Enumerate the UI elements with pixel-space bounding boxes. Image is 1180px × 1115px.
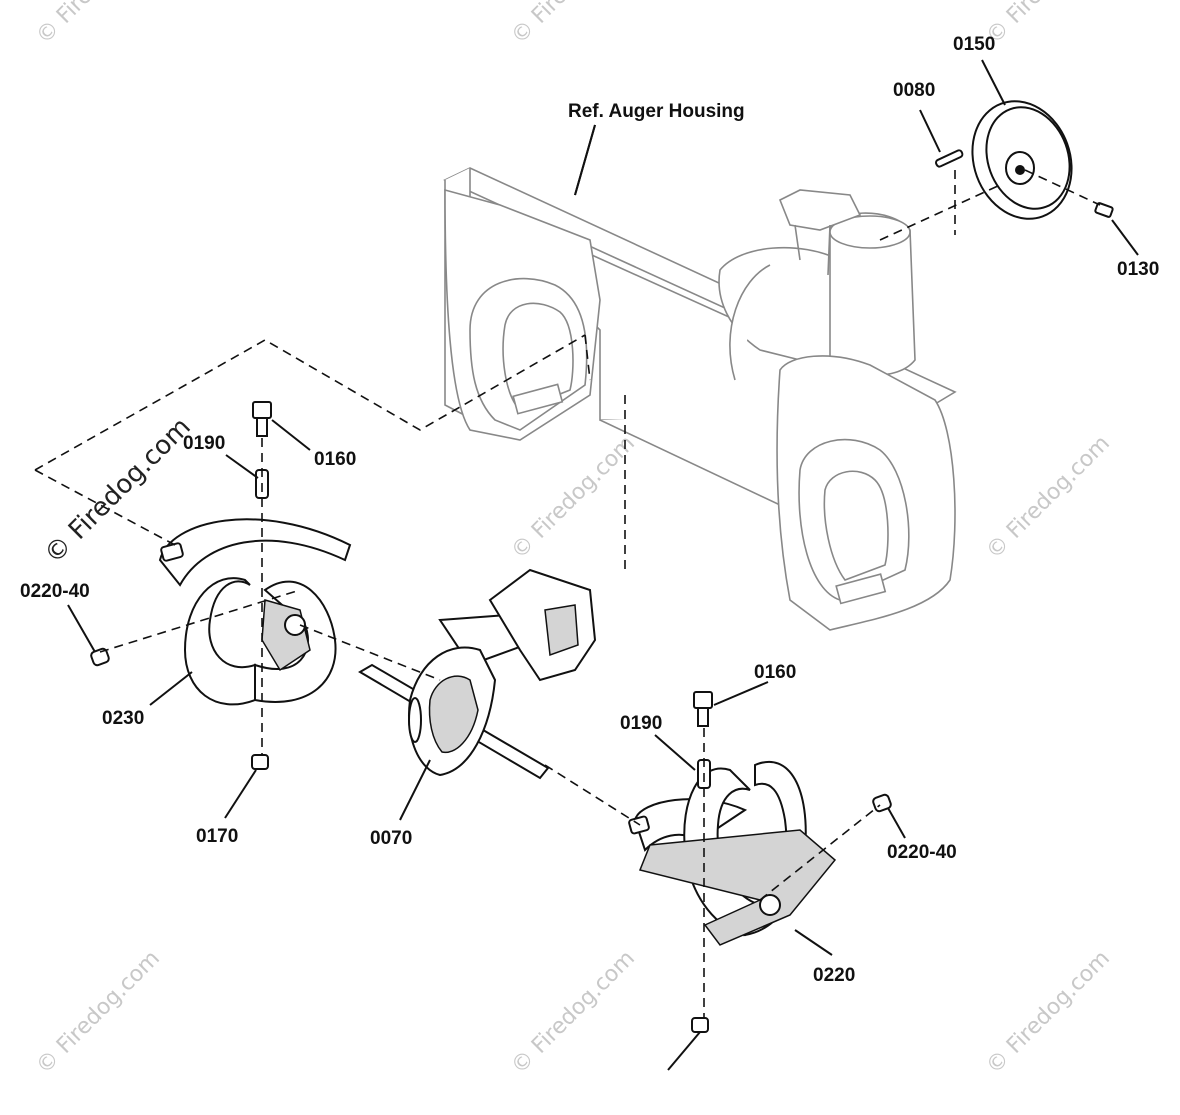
callout-0170: 0170 — [196, 826, 238, 847]
gearbox-0070 — [358, 568, 597, 780]
watermark-top-left: © Firedog.com — [32, 0, 165, 49]
watermark-mid-center: © Firedog.com — [507, 431, 640, 564]
watermark-bottom-center: © Firedog.com — [507, 946, 640, 1079]
watermark-top-right: © Firedog.com — [982, 0, 1115, 49]
callout-0220-40-right: 0220-40 — [887, 842, 957, 863]
leader-lines — [67, 59, 1139, 1071]
callout-0160-left: 0160 — [314, 449, 356, 470]
callout-0220: 0220 — [813, 965, 855, 986]
callout-0220-40-left: 0220-40 — [20, 581, 90, 602]
callout-0070: 0070 — [370, 828, 412, 849]
watermark-mid-right: © Firedog.com — [982, 431, 1115, 564]
callout-0080: 0080 — [893, 80, 935, 101]
bolt-0160-left — [252, 401, 272, 437]
callout-labels: Ref. Auger Housing 0080 0150 0130 0190 0… — [20, 34, 1159, 986]
ref-auger-housing-label: Ref. Auger Housing — [568, 101, 745, 122]
auger-housing-drawing — [443, 167, 957, 631]
callout-0130: 0130 — [1117, 259, 1159, 280]
callout-0190-left: 0190 — [183, 433, 225, 454]
callout-0160-right: 0160 — [754, 662, 796, 683]
watermark-bottom-left: © Firedog.com — [32, 946, 165, 1079]
callout-0150: 0150 — [953, 34, 995, 55]
assembly-lines — [34, 169, 1101, 1018]
pulley-0150 — [971, 100, 1073, 220]
watermark-top-center: © Firedog.com — [507, 0, 640, 49]
watermark-bottom-right: © Firedog.com — [982, 946, 1115, 1079]
auger-right-0220 — [628, 760, 837, 946]
nut-0220-40-right — [872, 793, 892, 813]
callout-0230: 0230 — [102, 708, 144, 729]
callout-0190-right: 0190 — [620, 713, 662, 734]
nut-bottom-right — [691, 1017, 709, 1033]
setscrew-0130 — [1094, 202, 1114, 218]
auger-left-0230 — [158, 518, 352, 706]
nut-0170 — [251, 754, 269, 770]
bolt-0160-right — [693, 691, 713, 727]
nut-0220-40-left — [90, 647, 110, 667]
key-0080 — [935, 149, 964, 168]
